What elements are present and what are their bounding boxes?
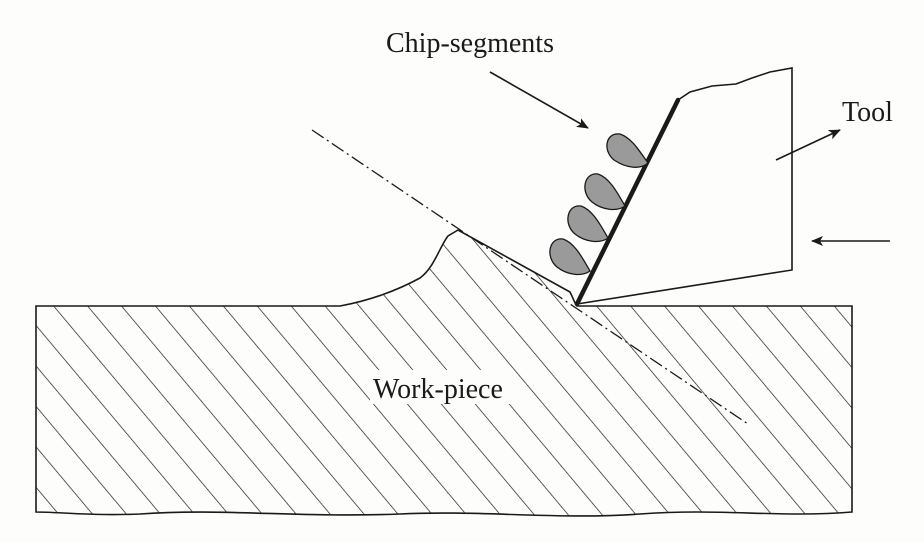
chip-segment xyxy=(567,205,609,243)
chip-segment xyxy=(549,238,591,276)
tool-label: Tool xyxy=(842,97,893,128)
tool-arrow xyxy=(775,129,841,161)
chip-segment xyxy=(584,173,626,211)
chip-segment xyxy=(606,133,649,168)
chip-segments xyxy=(549,133,649,276)
cutting-tool xyxy=(575,67,793,306)
shear-plane-line xyxy=(311,129,749,425)
rake-face xyxy=(574,97,681,307)
chip-segments-label: Chip-segments xyxy=(386,28,554,59)
workpiece-label-backdrop xyxy=(370,370,514,404)
chip-segments-arrow xyxy=(489,71,589,129)
workpiece-label: Work-piece xyxy=(373,374,503,405)
